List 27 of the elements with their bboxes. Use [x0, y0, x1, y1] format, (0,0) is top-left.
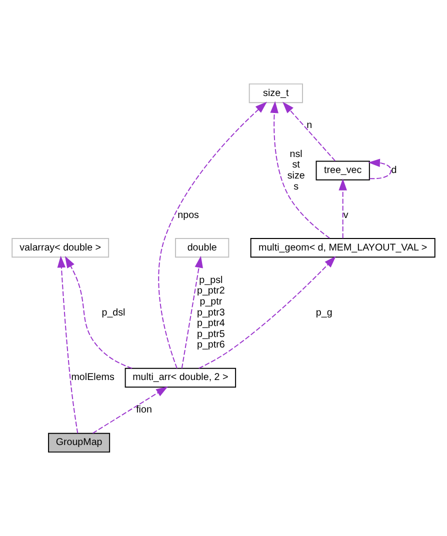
arrow: [64, 256, 133, 369]
arrow: [338, 178, 347, 239]
node-box: tree_vec: [316, 160, 370, 180]
edge-label: p_psl p_ptr2 p_ptr p_ptr3 p_ptr4 p_ptr5 p_ptr6: [197, 274, 225, 351]
edge-label: v: [343, 210, 348, 221]
node-box: double: [175, 238, 230, 258]
edge-label: fion: [136, 404, 152, 416]
arrow: [368, 158, 392, 180]
node-box: GroupMap: [48, 432, 110, 453]
edge-label: d: [391, 165, 397, 176]
node-box: multi_geom< d, MEM_LAYOUT_VAL >: [250, 238, 436, 258]
node-box: size_t: [248, 83, 303, 104]
edge-label: n: [306, 120, 312, 132]
arrow: [198, 256, 336, 369]
edge-label: npos: [178, 210, 199, 221]
edge-label: p_dsl: [102, 307, 126, 318]
edge-label: p_g: [316, 307, 332, 318]
arrow: [270, 101, 330, 239]
arrow: [181, 256, 203, 369]
arrow: [158, 102, 268, 369]
node-box: multi_arr< double, 2 >: [124, 368, 236, 388]
edge-label: molElems: [71, 372, 114, 384]
arrow: [282, 102, 336, 162]
edge-label: nsl st size s: [287, 148, 305, 192]
node-box: valarray< double >: [12, 238, 110, 258]
arrow: [57, 256, 78, 434]
arrow: [92, 386, 168, 434]
